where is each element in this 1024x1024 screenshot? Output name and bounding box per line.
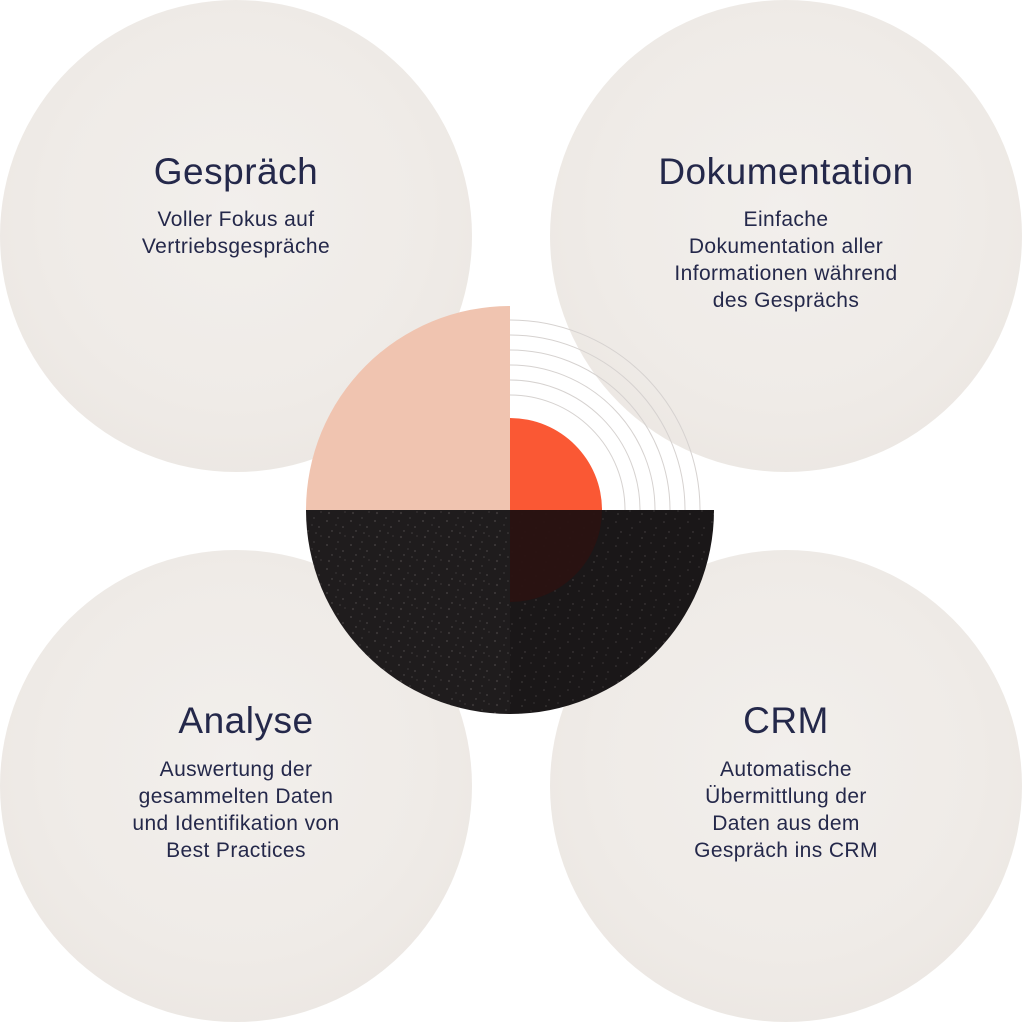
bubble-desc-crm: Automatische Übermittlung der Daten aus … <box>636 756 936 864</box>
desc-line: Informationen während <box>674 262 898 285</box>
bubble-desc-gespraech: Voller Fokus auf Vertriebsgespräche <box>86 206 386 260</box>
desc-line: des Gesprächs <box>712 289 860 312</box>
dark-quarter-left <box>306 510 510 714</box>
desc-line: Vertriebsgespräche <box>141 235 331 258</box>
bubble-desc-dokumentation: Einfache Dokumentation aller Information… <box>626 206 946 314</box>
concentric-arcs <box>509 319 701 511</box>
bubble-title-analyse: Analyse <box>178 700 314 741</box>
center-quadrant-graphic <box>306 306 714 714</box>
desc-line: Dokumentation aller <box>688 235 884 258</box>
bubble-title-gespraech: Gespräch <box>153 151 319 192</box>
desc-line: Daten aus dem <box>712 812 860 835</box>
desc-line: Automatische <box>719 758 853 781</box>
desc-line: Gespräch ins CRM <box>694 839 878 862</box>
desc-line: und Identifikation von <box>132 812 340 835</box>
bubble-title-dokumentation: Dokumentation <box>658 151 914 192</box>
desc-line: Übermittlung der <box>705 785 867 808</box>
orange-quarter <box>510 418 602 510</box>
desc-line: gesammelten Daten <box>138 785 334 808</box>
desc-line: Best Practices <box>166 839 306 862</box>
bubble-desc-analyse: Auswertung der gesammelten Daten und Ide… <box>81 756 391 864</box>
bubble-title-crm: CRM <box>743 700 829 741</box>
peach-quarter <box>306 306 510 510</box>
desc-line: Auswertung der <box>159 758 313 781</box>
bubble-dokumentation: Dokumentation Einfache Dokumentation all… <box>550 0 1022 472</box>
desc-line: Einfache <box>743 208 829 231</box>
dark-red-small-quarter <box>510 510 602 602</box>
bubble-gespraech: Gespräch Voller Fokus auf Vertriebsgespr… <box>0 0 472 472</box>
desc-line: Voller Fokus auf <box>157 208 315 231</box>
